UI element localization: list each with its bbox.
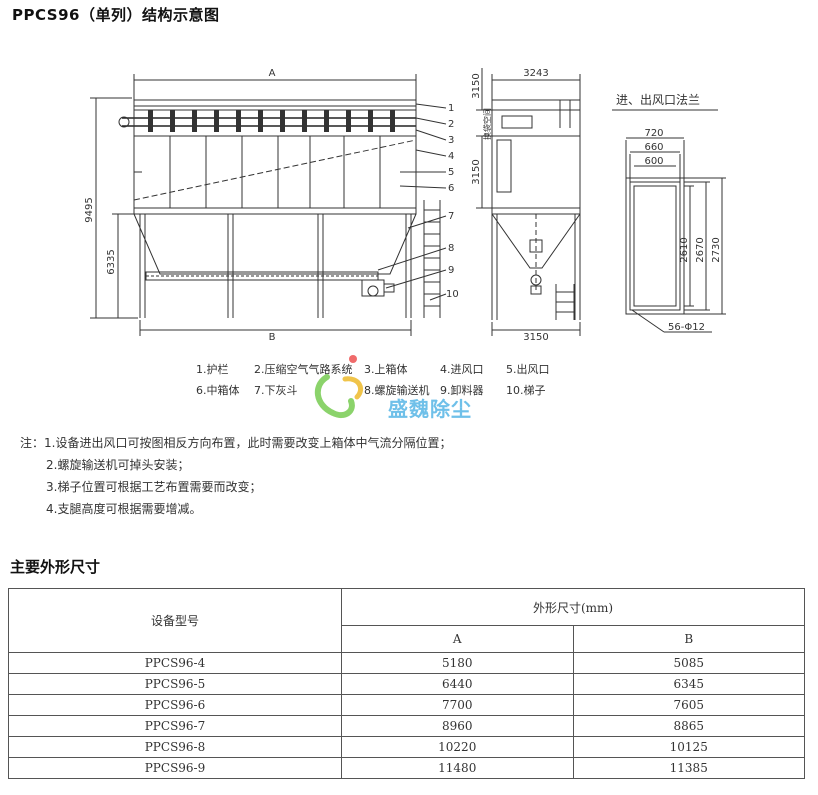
cell-model: PPCS96-9 — [8, 757, 342, 779]
dim-b-bottom: B — [269, 332, 276, 343]
callout-6: 6 — [448, 183, 454, 194]
dim-2730: 2730 — [711, 237, 722, 262]
flange-view: 进、出风口法兰 720 660 600 2610 2670 2730 56-Φ1… — [612, 93, 726, 333]
flange-title: 进、出风口法兰 — [616, 93, 700, 107]
dim-660: 660 — [644, 142, 663, 153]
note-3: 3.梯子位置可根据工艺布置需要而改变； — [46, 480, 262, 494]
header-model: 设备型号 — [8, 588, 342, 653]
cell-b: 10125 — [572, 736, 805, 758]
legend-item-10: 10.梯子 — [506, 384, 546, 397]
callout-2: 2 — [448, 119, 454, 130]
legend-item-1: 1.护栏 — [196, 362, 229, 376]
dim-side-mid: 3150 — [471, 159, 482, 184]
watermark-text: 盛魏除尘 — [388, 397, 472, 421]
structure-diagram: A — [84, 68, 726, 397]
header-col-a: A — [341, 625, 574, 653]
cell-a: 8960 — [341, 715, 574, 737]
table-row: PPCS96-4 5180 5085 — [8, 652, 805, 674]
cell-a: 11480 — [341, 757, 574, 779]
callout-3: 3 — [448, 135, 454, 146]
cell-model: PPCS96-4 — [8, 652, 342, 674]
dim-total-height: 9495 — [84, 197, 95, 222]
note-2: 2.螺旋输送机可掉头安装； — [46, 458, 190, 472]
cell-b: 11385 — [572, 757, 805, 779]
legend-item-4: 4.进风口 — [440, 363, 484, 376]
section-title: 主要外形尺寸 — [10, 558, 101, 576]
note-4: 4.支腿高度可根据需要增减。 — [46, 502, 202, 516]
legend-item-8: 8.螺旋输送机 — [364, 383, 430, 397]
annotation-bag-space: 换袋空间 — [482, 108, 492, 140]
callout-9: 9 — [448, 265, 454, 276]
dim-2610: 2610 — [679, 237, 690, 262]
notes: 注：1.设备进出风口可按图相反方向布置，此时需要改变上箱体中气流分隔位置； 2.… — [20, 432, 451, 520]
legend-item-7: 7.下灰斗 — [254, 383, 298, 397]
table-row: PPCS96-6 7700 7605 — [8, 694, 805, 716]
cell-b: 5085 — [572, 652, 805, 674]
table-row: PPCS96-5 6440 6345 — [8, 673, 805, 695]
table-row: PPCS96-9 11480 11385 — [8, 757, 805, 779]
cell-model: PPCS96-6 — [8, 694, 342, 716]
dim-leg-height: 6335 — [106, 249, 117, 274]
legend-item-3: 3.上箱体 — [364, 362, 408, 376]
page-title: PPCS96（单列）结构示意图 — [12, 6, 220, 24]
dimensions-table: 设备型号 外形尺寸(mm) A B PPCS96-4 5180 5085 PPC… — [8, 588, 805, 779]
front-view: A — [84, 68, 459, 343]
cell-model: PPCS96-7 — [8, 715, 342, 737]
note-1: 注：1.设备进出风口可按图相反方向布置，此时需要改变上箱体中气流分隔位置； — [20, 436, 452, 450]
dim-side-bottom: 3150 — [523, 332, 548, 343]
legend-item-9: 9.卸料器 — [440, 383, 484, 397]
dim-a-top: A — [269, 68, 276, 79]
table-row: PPCS96-7 8960 8865 — [8, 715, 805, 737]
callout-7: 7 — [448, 211, 454, 222]
dim-600: 600 — [644, 156, 663, 167]
callout-10: 10 — [446, 289, 459, 300]
callout-4: 4 — [448, 151, 454, 162]
callout-5: 5 — [448, 167, 454, 178]
cell-a: 5180 — [341, 652, 574, 674]
watermark-logo — [315, 355, 363, 419]
header-col-b: B — [572, 625, 805, 653]
cell-model: PPCS96-8 — [8, 736, 342, 758]
cell-a: 7700 — [341, 694, 574, 716]
cell-a: 6440 — [341, 673, 574, 695]
cell-a: 10220 — [341, 736, 574, 758]
dim-side-top: 3243 — [523, 68, 548, 79]
legend-item-6: 6.中箱体 — [196, 383, 240, 397]
callout-1: 1 — [448, 103, 454, 114]
legend-item-5: 5.出风口 — [506, 362, 550, 376]
cell-b: 6345 — [572, 673, 805, 695]
holes-spec: 56-Φ12 — [668, 322, 705, 333]
dim-2670: 2670 — [695, 237, 706, 262]
cell-model: PPCS96-5 — [8, 673, 342, 695]
dim-side-upper: 3150 — [471, 73, 482, 98]
side-view: 3243 3150 3150 3150 换袋空间 — [471, 68, 581, 343]
cell-b: 8865 — [572, 715, 805, 737]
table-row: PPCS96-8 10220 10125 — [8, 736, 805, 758]
dim-720: 720 — [644, 128, 663, 139]
legend: 1.护栏 2.压缩空气气路系统 3.上箱体 4.进风口 5.出风口 6.中箱体 … — [196, 362, 550, 397]
header-size: 外形尺寸(mm) — [341, 588, 805, 626]
callout-8: 8 — [448, 243, 454, 254]
cell-b: 7605 — [572, 694, 805, 716]
legend-item-2: 2.压缩空气气路系统 — [254, 362, 353, 376]
